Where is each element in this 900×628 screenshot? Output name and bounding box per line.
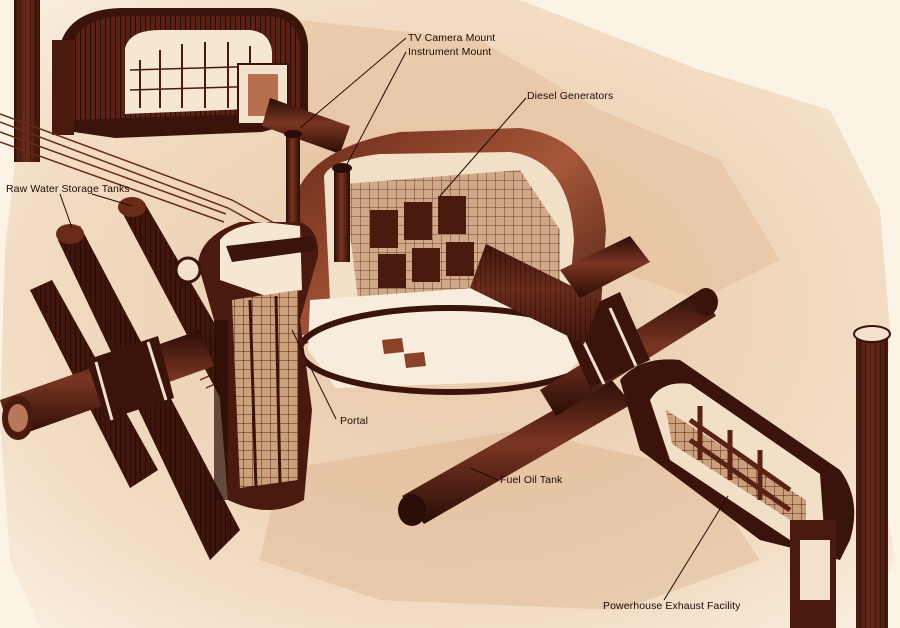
upper-right-pipe <box>560 236 650 298</box>
tv-camera-mount-pipe <box>286 132 300 222</box>
label-raw-water-storage-tanks: Raw Water Storage Tanks <box>6 183 130 195</box>
connecting-pipe <box>262 98 350 154</box>
label-diesel-generators: Diesel Generators <box>527 90 614 102</box>
label-fuel-oil-tank: Fuel Oil Tank <box>500 474 563 486</box>
portal-shaft <box>174 222 319 510</box>
label-portal: Portal <box>340 415 369 427</box>
label-powerhouse-exhaust-facility: Powerhouse Exhaust Facility <box>603 600 741 612</box>
raw-water-main-pipe <box>0 330 214 440</box>
upper-tunnel-chamber <box>52 8 308 138</box>
rock-shading-lower <box>260 430 760 610</box>
instrument-mount-pipe <box>334 166 350 262</box>
diesel-generator-units <box>370 196 474 288</box>
powerhouse-exhaust-facility <box>620 359 855 628</box>
label-tv-camera-mount: TV Camera Mount <box>408 32 496 44</box>
fuel-oil-pipe <box>398 288 718 526</box>
label-instrument-mount: Instrument Mount <box>408 46 492 58</box>
callout-leaders <box>59 37 729 601</box>
